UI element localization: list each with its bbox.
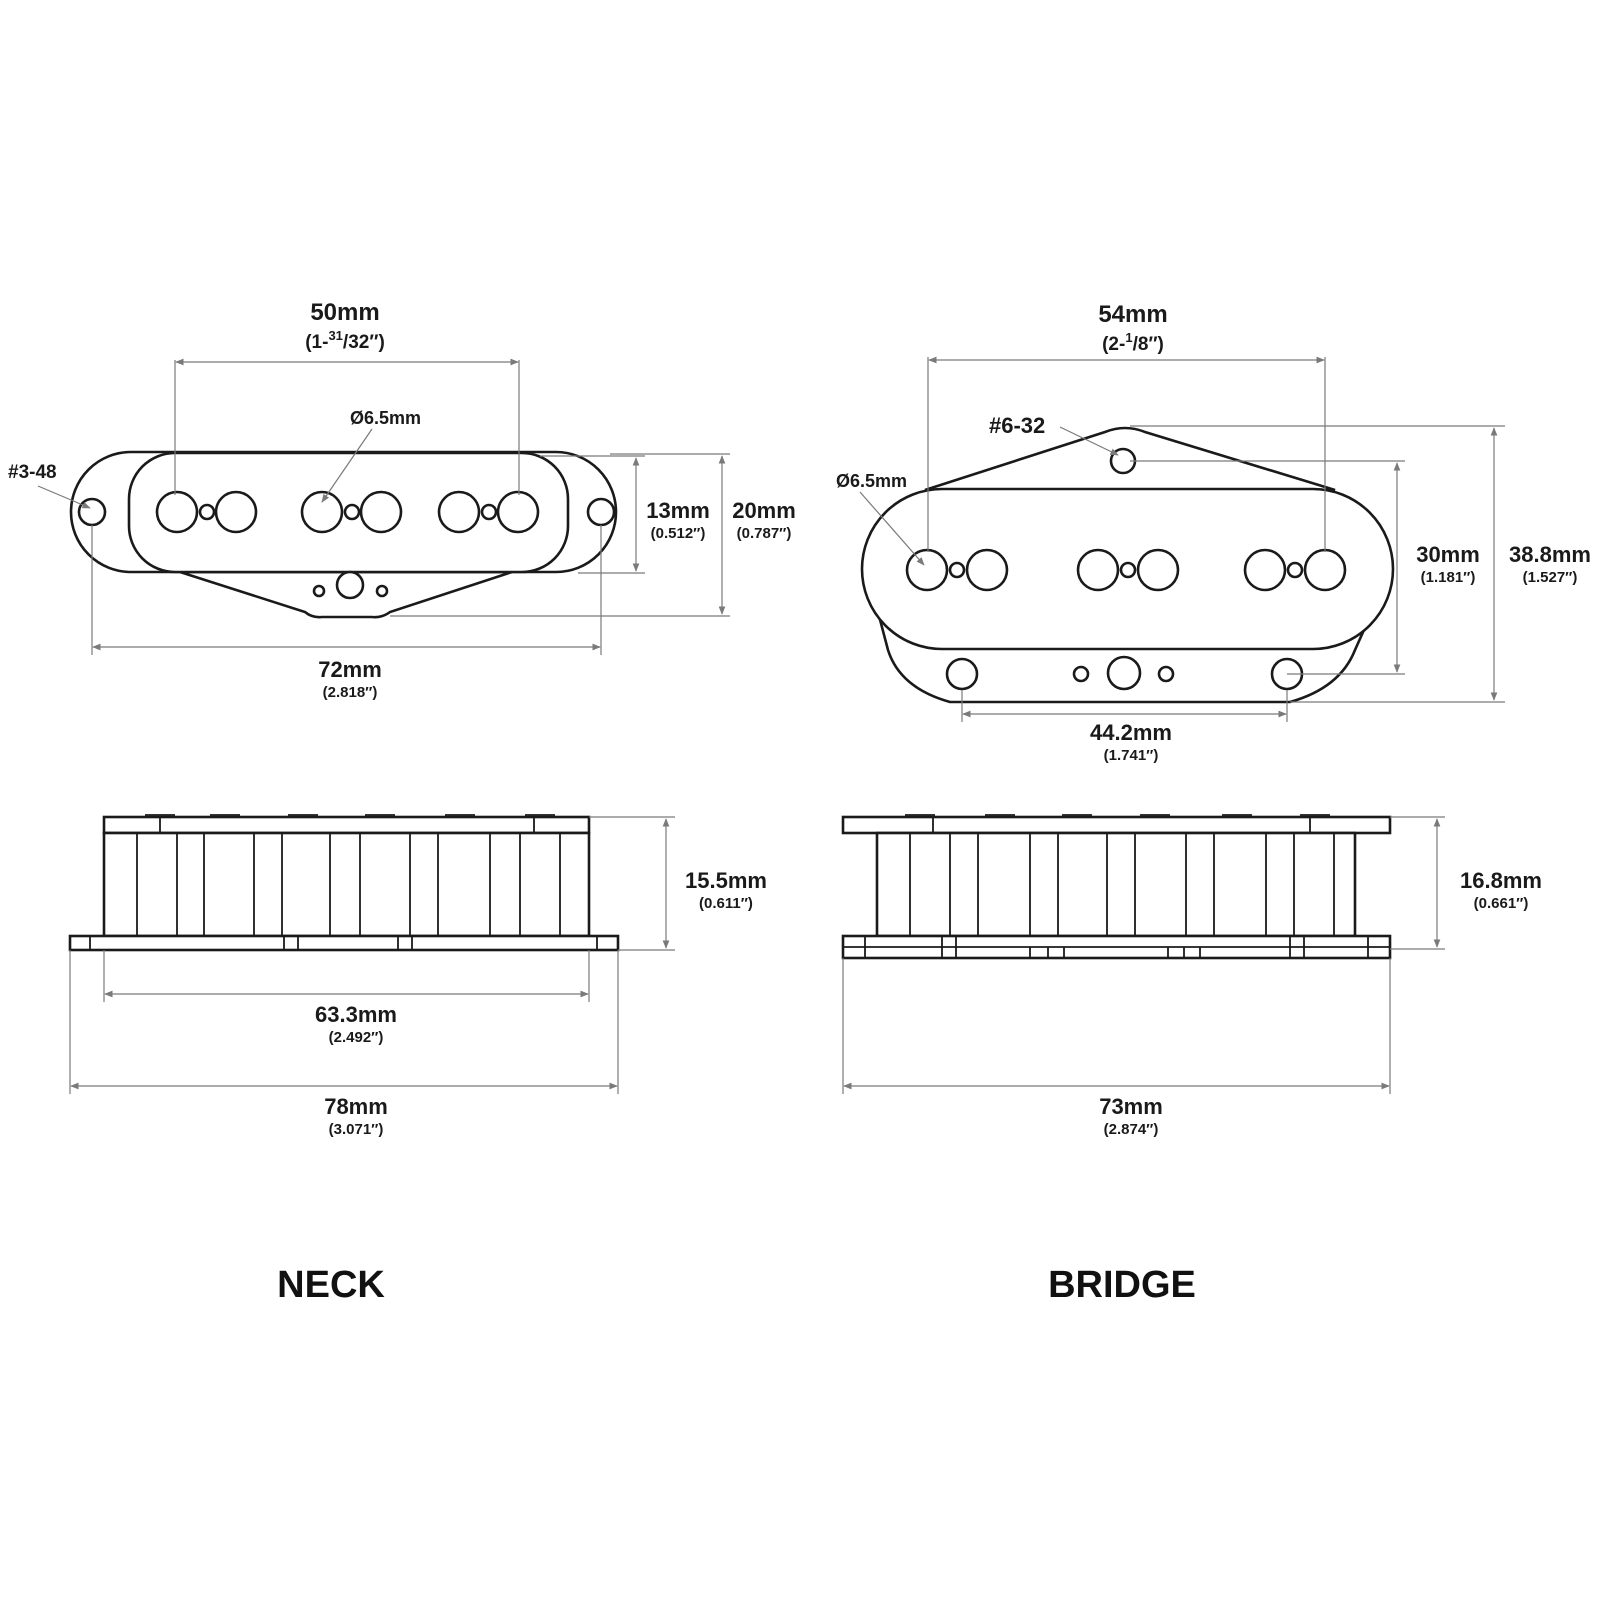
neck-label: NECK: [277, 1264, 385, 1306]
bridge-baseplate-hole-right: [1157, 665, 1175, 683]
bridge-pole-link-3: [1286, 561, 1304, 579]
neck-outer-width-mm: 20mm: [732, 498, 796, 523]
neck-pole-link-3: [480, 503, 498, 521]
bridge-pole-diameter-label: Ø6.5mm: [836, 471, 907, 491]
bridge-pole-4: [1136, 548, 1180, 592]
bridge-side-top-flange: [841, 815, 1392, 835]
neck-height-mm: 15.5mm: [685, 868, 767, 893]
neck-top-view: 50mm (1-31/32″) Ø6.5mm #3-48 13mm (0.512…: [8, 299, 796, 701]
bridge-pole-spacing-inch: (2-1/8″): [1102, 330, 1164, 355]
bridge-height-inch: (0.661″): [1474, 895, 1529, 912]
neck-outer-width-inch: (0.787″): [737, 525, 792, 542]
neck-pole-2: [214, 490, 258, 534]
bridge-mount-spacing-inch: (1.741″): [1104, 747, 1159, 764]
neck-overall-length-mm: 78mm: [324, 1094, 388, 1119]
neck-mount-screw-label: #3-48: [8, 462, 57, 483]
neck-pole-1: [155, 490, 199, 534]
neck-mount-spacing-inch: (2.818″): [323, 684, 378, 701]
bridge-mount-hole-left: [945, 657, 979, 691]
neck-pole-spacing-inch: (1-31/32″): [305, 328, 385, 353]
bridge-pole-5: [1243, 548, 1287, 592]
neck-inner-width-mm: 13mm: [646, 498, 710, 523]
bridge-overall-length-mm: 73mm: [1099, 1094, 1163, 1119]
bridge-inner-width-inch: (1.181″): [1421, 569, 1476, 586]
neck-pole-5: [437, 490, 481, 534]
neck-side-top-flange: [102, 815, 591, 835]
neck-mount-spacing-mm: 72mm: [318, 657, 382, 682]
bridge-pole-link-1: [948, 561, 966, 579]
bridge-side-view: 16.8mm (0.661″) 73mm (2.874″): [841, 814, 1542, 1138]
neck-pole-diameter-label: Ø6.5mm: [350, 408, 421, 428]
bridge-pole-link-2: [1119, 561, 1137, 579]
bridge-pole-spacing-mm: 54mm: [1098, 301, 1167, 328]
neck-side-view: 15.5mm (0.611″) 63.3mm (2.492″) 78mm (3.…: [68, 814, 767, 1138]
bridge-inner-width-mm: 30mm: [1416, 542, 1480, 567]
neck-baseplate-hole-left: [312, 584, 326, 598]
bridge-height-mm: 16.8mm: [1460, 868, 1542, 893]
bridge-pole-3: [1076, 548, 1120, 592]
neck-pole-3: [300, 490, 344, 534]
neck-pole-link-1: [198, 503, 216, 521]
bridge-baseplate-hole-left: [1072, 665, 1090, 683]
neck-pole-spacing-mm: 50mm: [310, 299, 379, 326]
bridge-overall-length-inch: (2.874″): [1104, 1121, 1159, 1138]
bridge-pole-2: [965, 548, 1009, 592]
neck-baseplate-hole-right: [375, 584, 389, 598]
neck-height-inch: (0.611″): [699, 895, 753, 912]
neck-bobbin-length-mm: 63.3mm: [315, 1002, 397, 1027]
neck-mount-hole-right: [586, 497, 616, 527]
neck-pole-4: [359, 490, 403, 534]
neck-ground-hole: [335, 570, 365, 600]
bridge-outer-width-mm: 38.8mm: [1509, 542, 1591, 567]
neck-mount-hole-left: [77, 497, 107, 527]
bridge-mount-screw-label: #6-32: [989, 413, 1045, 438]
bridge-label: BRIDGE: [1048, 1264, 1196, 1306]
neck-pole-6: [496, 490, 540, 534]
bridge-top-view: 54mm (2-1/8″) #6-32 Ø6.5mm 30mm (1.181″)…: [836, 301, 1591, 764]
neck-inner-width-inch: (0.512″): [651, 525, 706, 542]
bridge-pole-1: [905, 548, 949, 592]
neck-pole-link-2: [343, 503, 361, 521]
neck-overall-length-inch: (3.071″): [329, 1121, 384, 1138]
bridge-side-bobbin: [875, 831, 1357, 938]
bridge-ground-hole: [1106, 655, 1142, 691]
bridge-pole-6: [1303, 548, 1347, 592]
neck-side-baseplate: [68, 934, 620, 952]
bridge-outer-width-inch: (1.527″): [1523, 569, 1578, 586]
neck-bobbin-length-inch: (2.492″): [329, 1029, 384, 1046]
neck-side-bobbin: [102, 831, 591, 938]
bridge-mount-spacing-mm: 44.2mm: [1090, 720, 1172, 745]
